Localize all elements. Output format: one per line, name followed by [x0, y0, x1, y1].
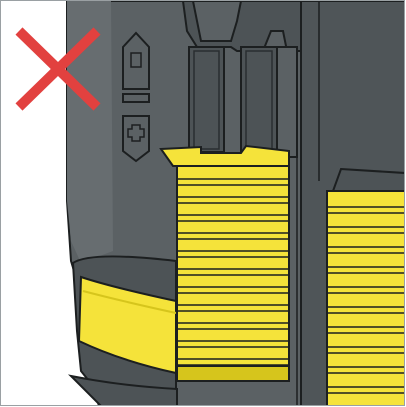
- yellow-side-band: [77, 275, 177, 375]
- housing-bottom-ledge: [67, 374, 178, 405]
- yellow-release-latch-right: [326, 167, 404, 405]
- yellow-release-latch: [159, 144, 290, 382]
- minus-symbol-top: [122, 31, 150, 90]
- terminal-right: [240, 46, 278, 153]
- plus-symbol: [122, 115, 150, 163]
- incorrect-x-icon: [15, 27, 101, 111]
- minus-symbol: [122, 93, 150, 103]
- housing-left-face: [67, 1, 113, 263]
- terminal-left: [188, 46, 225, 153]
